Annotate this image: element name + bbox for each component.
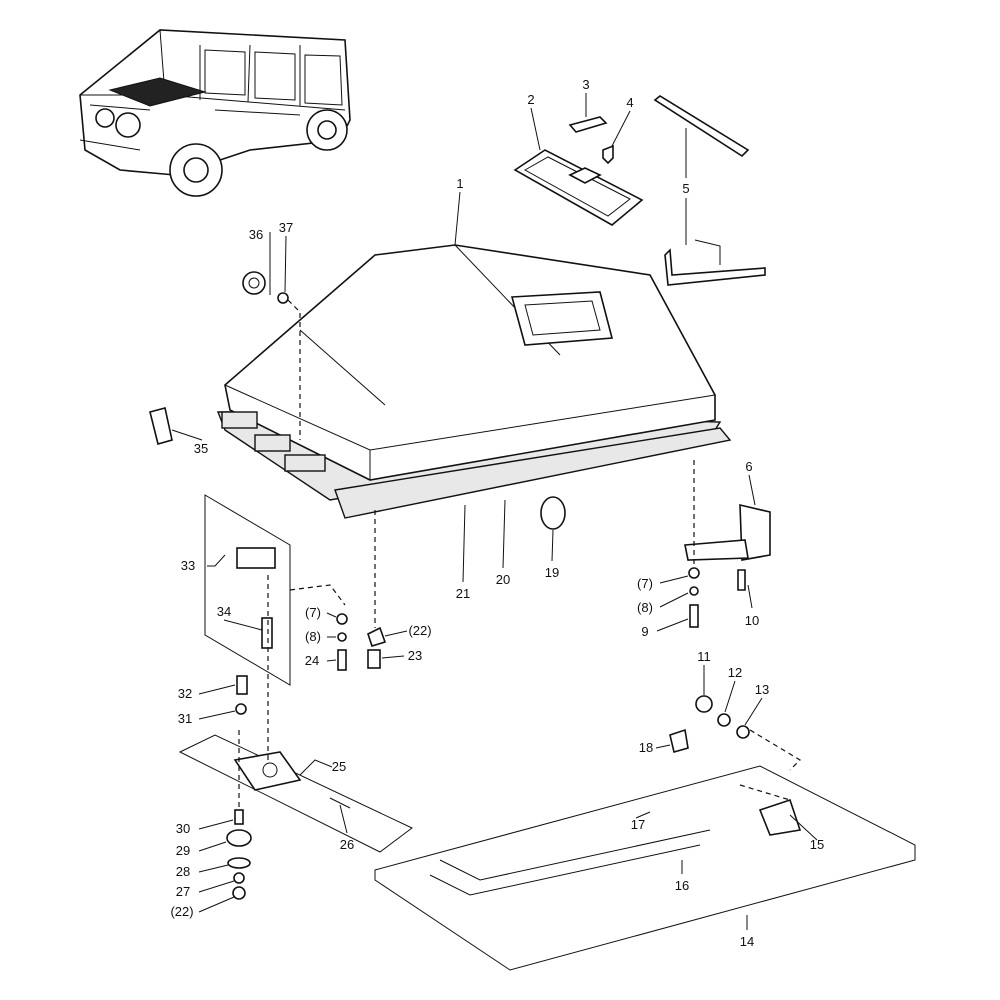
hinge-6	[684, 503, 771, 561]
callout-25: 25	[332, 759, 346, 774]
callout-13: 13	[755, 682, 769, 697]
callout-28: 28	[176, 864, 190, 879]
callout-34: 34	[217, 604, 231, 619]
callout-23: 23	[408, 648, 422, 663]
callout-6: 6	[745, 459, 752, 474]
callout-11: 11	[697, 649, 711, 664]
callout-30: 30	[176, 821, 190, 836]
callout-16: 16	[675, 878, 689, 893]
callout-10: 10	[745, 613, 759, 628]
fasteners	[226, 567, 750, 900]
callout-3: 3	[582, 77, 589, 92]
callout-17: 17	[631, 817, 645, 832]
callout-12: 12	[728, 665, 742, 680]
callout-29: 29	[176, 843, 190, 858]
insulation-panel-14	[374, 765, 916, 971]
callout-26: 26	[340, 837, 354, 852]
callout-9: 9	[641, 624, 648, 639]
callout-27: 27	[176, 884, 190, 899]
callout-35: 35	[194, 441, 208, 456]
vehicle-illustration	[79, 29, 351, 197]
callout-7-latch: (7)	[305, 605, 321, 620]
callout-37: 37	[279, 220, 293, 235]
clip-37	[277, 292, 289, 304]
callout-15: 15	[810, 837, 824, 852]
lock-plate-25	[178, 734, 413, 853]
seal-strips	[653, 95, 766, 286]
callout-36: 36	[249, 227, 263, 242]
latch-assembly-33	[204, 494, 291, 686]
callout-2: 2	[527, 92, 534, 107]
callout-8-latch: (8)	[305, 629, 321, 644]
callout-21: 21	[456, 586, 470, 601]
callout-19: 19	[545, 565, 559, 580]
grommet-36	[242, 271, 266, 295]
callout-8-hinge: (8)	[637, 600, 653, 615]
callout-22-center: (22)	[408, 623, 431, 638]
callout-5: 5	[682, 181, 689, 196]
plug-19	[540, 496, 566, 530]
callout-22-bottom: (22)	[170, 904, 193, 919]
callout-1: 1	[456, 176, 463, 191]
callout-32: 32	[178, 686, 192, 701]
air-intake-grille	[513, 116, 644, 226]
callout-20: 20	[496, 572, 510, 587]
callout-18: 18	[639, 740, 653, 755]
bracket-35	[149, 407, 173, 445]
hood-panel	[216, 244, 732, 519]
callout-33: 33	[181, 558, 195, 573]
callout-7-hinge: (7)	[637, 576, 653, 591]
callout-14: 14	[740, 934, 754, 949]
callout-24: 24	[305, 653, 319, 668]
part-callouts: 1 2 3 4 5 6 (7) (8) 9 10 11 12 13 14 15 …	[170, 77, 824, 949]
callout-4: 4	[626, 95, 633, 110]
callout-31: 31	[178, 711, 192, 726]
